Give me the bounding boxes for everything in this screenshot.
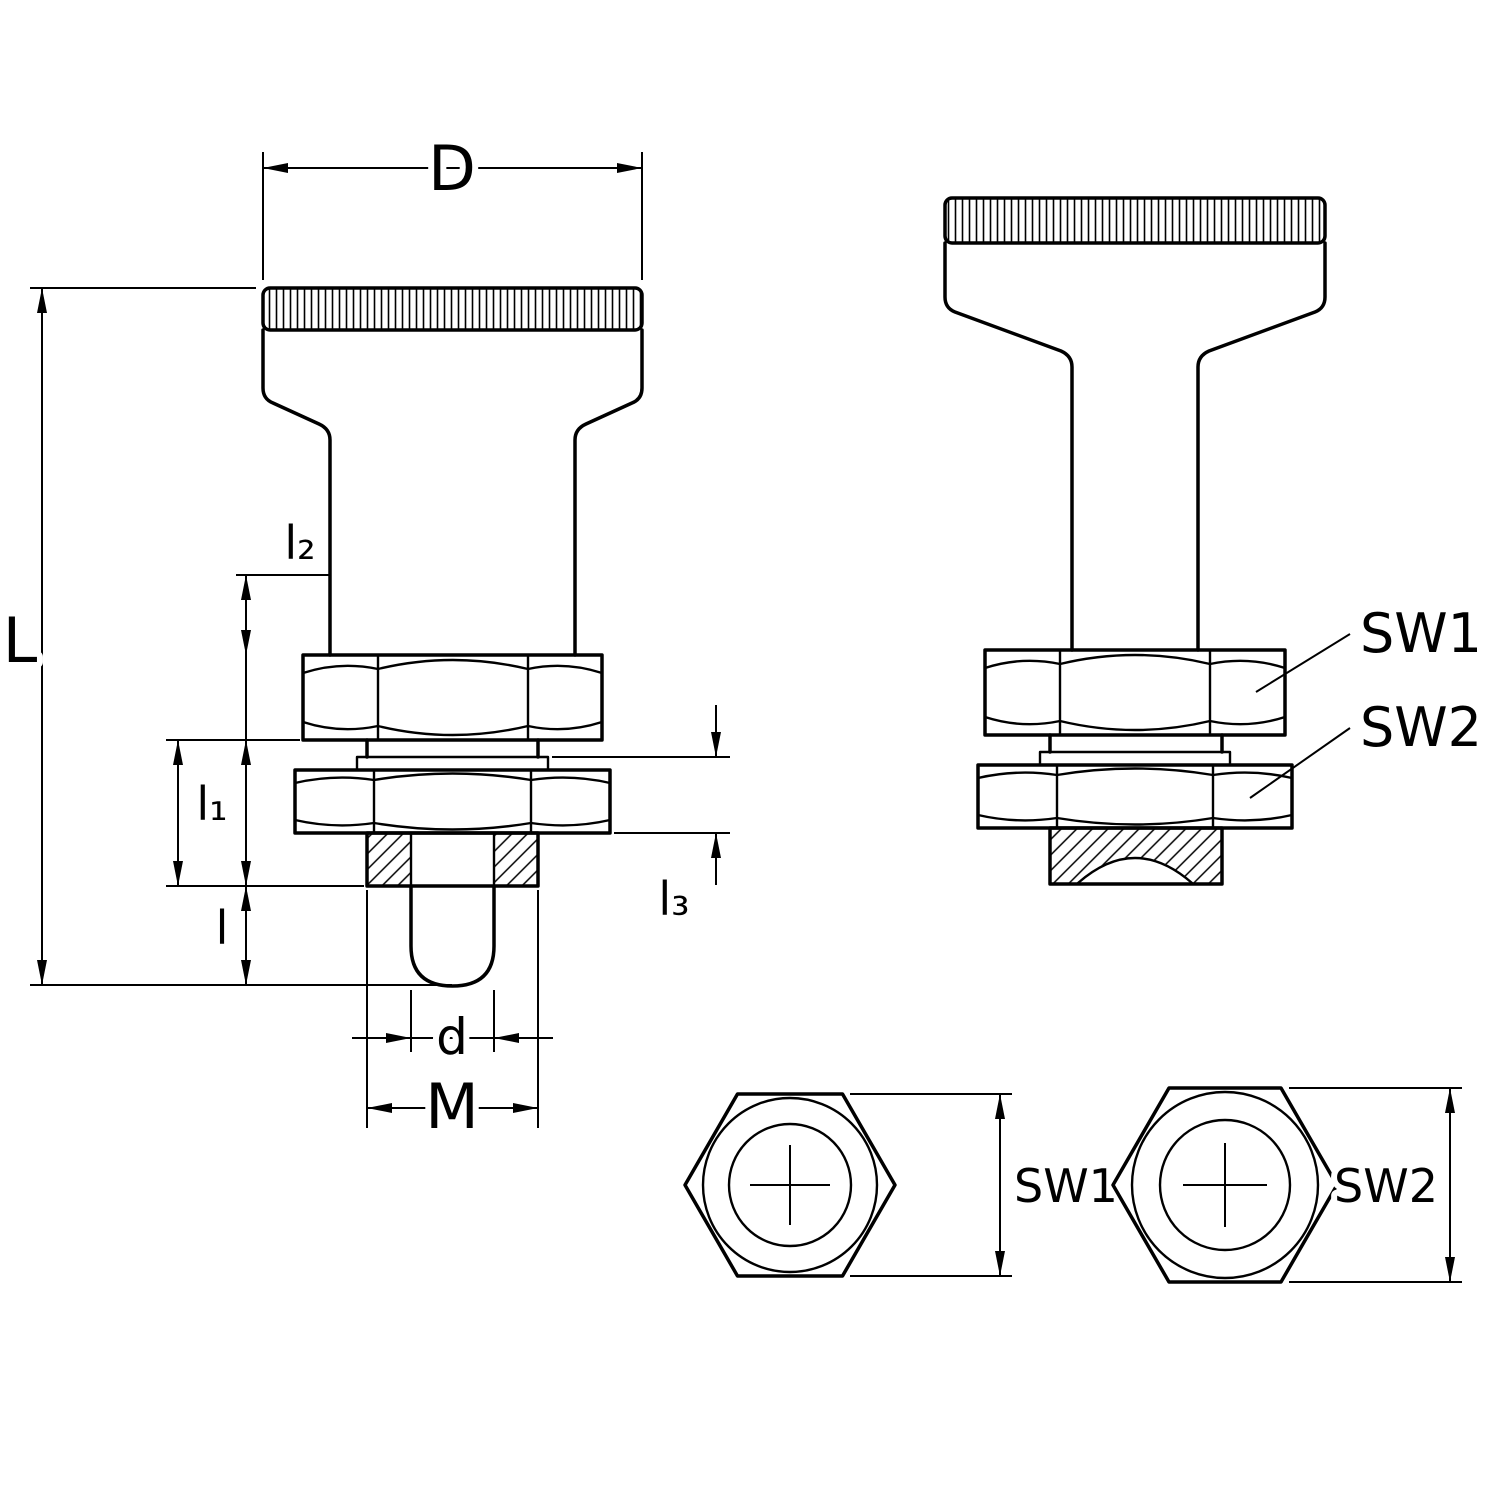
bushing-neck-2 — [1048, 733, 1224, 754]
dim-label-M: M — [425, 1070, 479, 1143]
retracted-pin-dome — [1076, 856, 1194, 885]
hex-nut-upper-outline — [301, 653, 604, 742]
front-view-extended — [261, 286, 644, 988]
hex-nut-sw1-chamfer-circle — [701, 1096, 879, 1274]
dim-label-l: l — [216, 901, 229, 955]
dimension-L: L — [0, 287, 452, 986]
hex-nut-upper — [301, 653, 604, 742]
dimension-l1: l₁ — [166, 739, 364, 887]
hex-nut-lower-2-facets — [1055, 763, 1215, 830]
dimension-M: M — [366, 890, 539, 1149]
dim-M-extension-lines — [366, 890, 539, 1128]
dimension-l2: l₂ — [236, 510, 330, 740]
hex-nut-lower — [293, 768, 612, 835]
hex-nut-upper-facets — [376, 653, 530, 742]
dim-label-l1: l₁ — [196, 777, 227, 831]
dim-label-l3: l₃ — [658, 872, 689, 926]
dim-l3-extension-lines — [552, 756, 730, 834]
bushing-neck — [365, 738, 540, 759]
hex-nut-sw2-bore-circle — [1158, 1118, 1292, 1252]
hex-nut-sw1-center-cross — [750, 1145, 830, 1225]
hex-nut-lower-2-outline — [976, 763, 1294, 830]
bushing-outline — [365, 831, 540, 888]
washer-2 — [1038, 750, 1232, 767]
hex-nut-upper-chamfers — [301, 658, 604, 737]
hex-nut-sw1-outline — [683, 1092, 897, 1278]
hex-nut-lower-outline — [293, 768, 612, 835]
plunger-pin — [409, 884, 496, 988]
sw2-leader-line — [1249, 727, 1351, 799]
hex-nut-sw2-outline — [1111, 1086, 1339, 1284]
dim-l1-extension-lines — [166, 739, 364, 887]
dim-label-L: L — [3, 604, 38, 677]
sw-callouts: SW1 SW2 — [1249, 596, 1488, 799]
hex-nut-lower-chamfers — [293, 772, 612, 831]
hex-nut-sw1-bore-circle — [727, 1122, 853, 1248]
dimension-D: D — [262, 126, 643, 280]
hex-nut-sw2-center-cross — [1183, 1143, 1267, 1227]
dim-label-D: D — [428, 132, 476, 205]
bushing-section-hatch-left — [368, 834, 410, 885]
hex-nut-lower-2 — [976, 763, 1294, 830]
dim-label-sw1: SW1 — [1014, 1159, 1118, 1213]
washer — [355, 755, 550, 772]
bushing-section-hatch-right — [495, 834, 537, 885]
knurled-knob-band-2 — [943, 196, 1327, 245]
dimension-l: l — [210, 886, 251, 985]
sw1-leader-line — [1255, 633, 1351, 693]
dimension-d: d — [352, 990, 553, 1072]
dimension-l3: l₃ — [552, 705, 730, 932]
dim-sw1-extension-lines — [850, 1093, 1012, 1277]
dim-label-sw2: SW2 — [1334, 1159, 1438, 1213]
knob-body — [261, 328, 644, 657]
hex-nut-sw2-chamfer-circle — [1130, 1090, 1320, 1280]
dim-label-d: d — [436, 1008, 468, 1066]
front-view-retracted — [943, 196, 1327, 886]
threaded-bushing-2 — [1048, 826, 1224, 886]
dim-label-l2: l₂ — [284, 516, 315, 570]
hex-nut-lower-2-chamfers — [976, 767, 1294, 826]
bushing-2-outline — [1048, 826, 1224, 886]
dim-L-extension-lines — [30, 287, 452, 986]
callout-label-sw1: SW1 — [1360, 602, 1482, 665]
hex-nut-upper-2-facets — [1058, 648, 1212, 737]
bottom-view-sw2: SW2 — [1111, 1086, 1462, 1284]
pin-bore-edges — [409, 831, 496, 888]
hex-nut-upper-2-chamfers — [983, 653, 1287, 732]
callout-label-sw2: SW2 — [1360, 696, 1482, 759]
knurled-knob-band — [261, 286, 644, 332]
threaded-bushing — [365, 831, 540, 888]
dim-sw2-extension-lines — [1289, 1087, 1462, 1283]
bottom-view-sw1: SW1 — [683, 1092, 1124, 1278]
hex-nut-upper-2-outline — [983, 648, 1287, 737]
knob-body-2 — [943, 241, 1327, 652]
dim-D-extension-lines — [262, 152, 643, 280]
hex-nut-upper-2 — [983, 648, 1287, 737]
hex-nut-lower-facets — [372, 768, 533, 835]
